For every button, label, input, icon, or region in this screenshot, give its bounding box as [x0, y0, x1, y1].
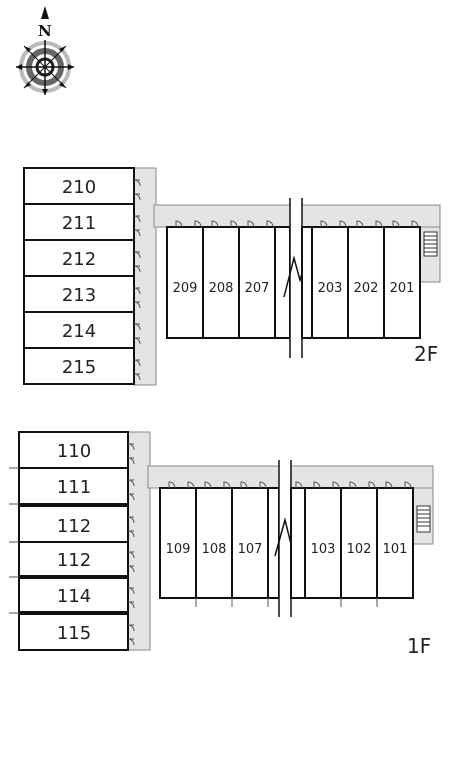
unit-label: 112 — [57, 516, 91, 537]
floor-label-1f: 1F — [407, 634, 431, 658]
north-units-1f-left: 109 108 107 — [159, 487, 280, 599]
unit-2f-211[interactable] — [23, 203, 135, 241]
unit-label: 208 — [209, 281, 234, 296]
unit-2f-214[interactable] — [23, 311, 135, 349]
compass-north-label: N — [38, 22, 52, 40]
unit-label: 111 — [57, 477, 91, 498]
unit-1f-112b[interactable] — [18, 541, 129, 577]
unit-1f-107[interactable] — [231, 487, 269, 599]
unit-label: 211 — [62, 213, 96, 234]
unit-1f-111[interactable] — [18, 467, 129, 505]
unit-2f-209[interactable] — [166, 226, 204, 339]
corridor-2f-west — [133, 167, 157, 386]
unit-label: 210 — [62, 177, 96, 198]
floor-label-2f: 2F — [414, 342, 438, 366]
unit-label: 212 — [62, 249, 96, 270]
unit-1f-115[interactable] — [18, 613, 129, 651]
unit-label: 214 — [62, 321, 96, 342]
corridor-1f-west — [127, 431, 151, 651]
unit-2f-210[interactable] — [23, 167, 135, 205]
unit-1f-blank-left — [267, 487, 280, 599]
window-marks-1f — [9, 467, 19, 614]
unit-label: 201 — [390, 281, 415, 296]
unit-label: 115 — [57, 623, 91, 644]
unit-label: 102 — [347, 542, 372, 557]
unit-label: 207 — [245, 281, 270, 296]
unit-label: 103 — [311, 542, 336, 557]
unit-2f-201[interactable] — [383, 226, 421, 339]
unit-2f-blank-right — [301, 226, 313, 339]
west-units-1f: 110 111 112 112 114 115 — [18, 431, 129, 651]
unit-label: 109 — [166, 542, 191, 557]
unit-1f-blank-right — [290, 487, 306, 599]
unit-2f-203[interactable] — [311, 226, 349, 339]
unit-label: 107 — [238, 542, 263, 557]
unit-label: 110 — [57, 441, 91, 462]
door-icon — [175, 220, 419, 228]
stairs-1f-icon — [416, 505, 431, 533]
unit-2f-215[interactable] — [23, 347, 135, 385]
floor-1f: 110 111 112 112 114 115 — [9, 431, 434, 658]
unit-1f-101[interactable] — [376, 487, 414, 599]
unit-label: 101 — [383, 542, 408, 557]
west-units-2f: 210 211 212 213 214 215 — [23, 167, 135, 385]
north-units-2f-right: 203 202 201 — [301, 226, 421, 339]
stairs-2f-icon — [423, 231, 438, 257]
north-units-1f-right: 103 102 101 — [290, 487, 414, 599]
unit-2f-213[interactable] — [23, 275, 135, 313]
unit-label: 112 — [57, 550, 91, 571]
unit-1f-114[interactable] — [18, 577, 129, 613]
door-icon — [127, 443, 135, 646]
unit-2f-207[interactable] — [238, 226, 276, 339]
door-icon — [133, 179, 141, 381]
north-units-2f-left: 209 208 207 — [166, 226, 291, 339]
unit-label: 213 — [62, 285, 96, 306]
door-icon — [168, 481, 412, 489]
floor-2f: 210 211 212 213 214 215 209 208 — [23, 167, 441, 386]
unit-label: 202 — [354, 281, 379, 296]
compass-icon: N — [16, 6, 74, 95]
unit-2f-208[interactable] — [202, 226, 240, 339]
unit-2f-212[interactable] — [23, 239, 135, 277]
unit-1f-102[interactable] — [340, 487, 378, 599]
unit-label: 108 — [202, 542, 227, 557]
window-marks-1f-bottom — [195, 598, 378, 607]
unit-1f-103[interactable] — [304, 487, 342, 599]
unit-label: 114 — [57, 586, 91, 607]
unit-label: 215 — [62, 357, 96, 378]
unit-2f-202[interactable] — [347, 226, 385, 339]
unit-label: 209 — [173, 281, 198, 296]
unit-label: 203 — [318, 281, 343, 296]
